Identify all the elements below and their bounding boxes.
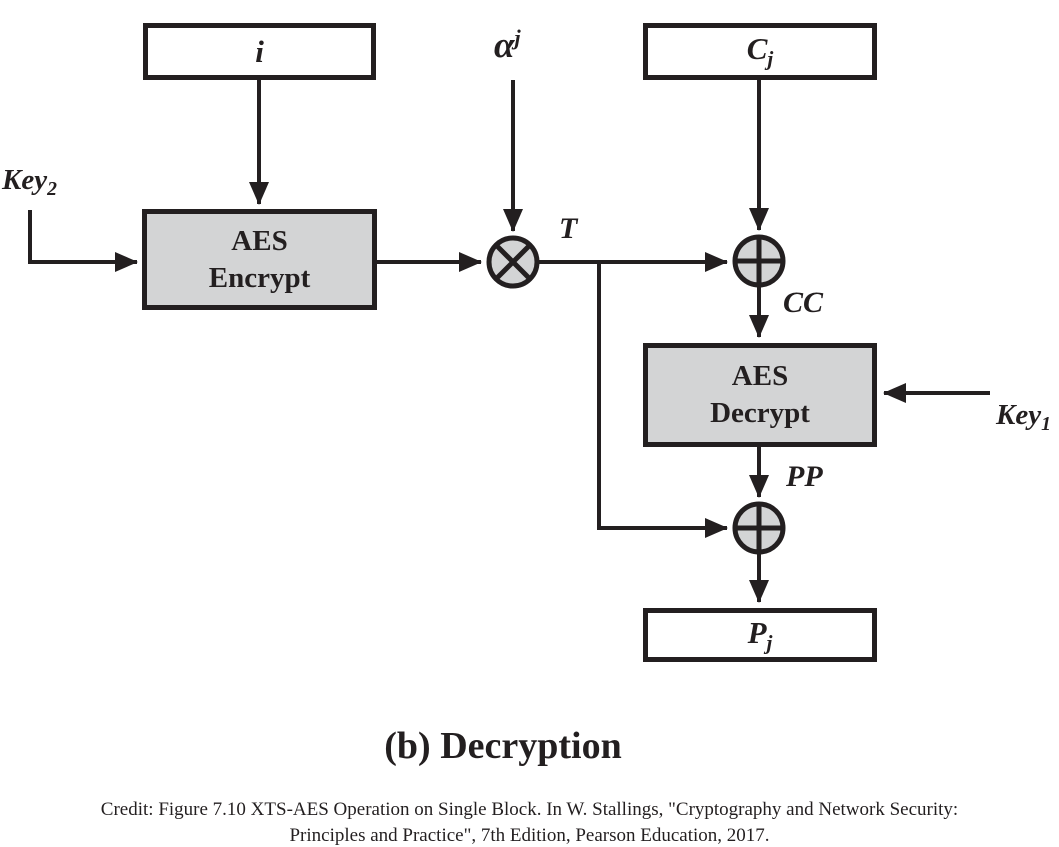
arrow-key2-to-aes-encrypt	[28, 210, 138, 272]
aes-encrypt-line1: AES	[231, 224, 288, 257]
figure-credit: Credit: Figure 7.10 XTS-AES Operation on…	[0, 797, 1059, 847]
arrow-t-branch-to-xor2	[597, 262, 728, 538]
aes-encrypt-line2: Encrypt	[208, 261, 311, 294]
cc-label: CC	[783, 286, 824, 319]
pp-label: PP	[786, 460, 823, 493]
figure-caption: (b) Decryption	[384, 725, 622, 767]
input-box-i-label: i	[255, 33, 264, 69]
output-box-pj-label: Pj	[747, 614, 773, 655]
alpha-j-label: αj	[494, 24, 521, 66]
t-label: T	[559, 212, 578, 245]
figure-credit-line1: Credit: Figure 7.10 XTS-AES Operation on…	[100, 799, 959, 820]
input-box-cj-label: Cj	[746, 31, 774, 71]
aes-decrypt-line2: Decrypt	[710, 397, 810, 429]
output-box-pj: Pj	[643, 608, 877, 662]
xor-icon-top	[732, 234, 786, 288]
key2-label: Key2	[2, 164, 57, 200]
aes-decrypt-line1: AES	[731, 360, 789, 392]
aes-decrypt-box: AES Decrypt	[643, 343, 877, 447]
input-box-i: i	[143, 23, 376, 80]
xor-icon-bottom	[732, 501, 786, 555]
aes-encrypt-box: AES Encrypt	[142, 209, 377, 310]
multiply-icon	[486, 235, 540, 289]
input-box-cj: Cj	[643, 23, 877, 80]
key1-label: Key1	[996, 399, 1051, 435]
figure-credit-line2: Principles and Practice", 7th Edition, P…	[289, 825, 770, 846]
